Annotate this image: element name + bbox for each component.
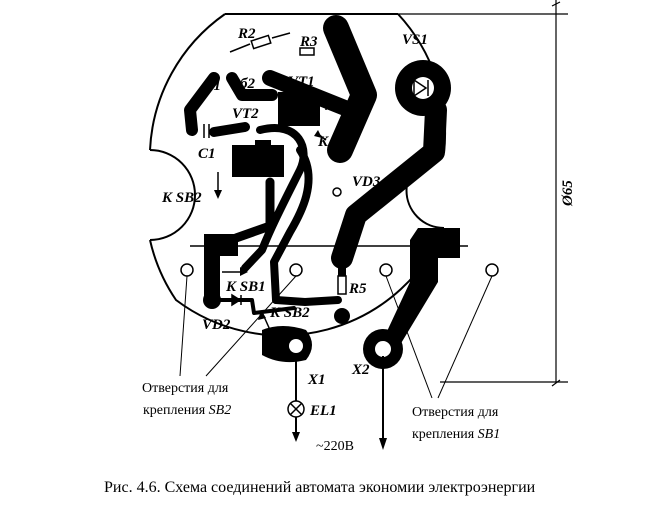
- label-vt1: VT1: [288, 74, 315, 90]
- hole-sb1-right: [485, 263, 499, 277]
- note-sb2-line2-text: крепления: [143, 403, 209, 418]
- label-k-sb2-bottom: K SB2: [269, 305, 310, 321]
- label-k-sb1: K SB1: [225, 279, 266, 295]
- leader-lines: [179, 275, 493, 399]
- hole-center: [332, 187, 342, 197]
- label-dimension: Ø65: [560, 180, 576, 207]
- label-r2: R2: [237, 26, 256, 42]
- hole-sb2-right: [289, 263, 303, 277]
- note-sb2-ref: SB2: [209, 403, 232, 418]
- mounting-notes: Отверстия для крепления SB2 Отверстия дл…: [142, 381, 500, 442]
- figure-caption: Рис. 4.6. Схема соединений автомата экон…: [104, 479, 536, 496]
- label-voltage: ~220В: [316, 439, 354, 454]
- component-symbols: [203, 32, 429, 440]
- hole-sb1-left: [379, 263, 393, 277]
- vd2-symbol: [231, 293, 242, 307]
- note-sb1-line1: Отверстия для: [412, 405, 499, 420]
- component-labels: R2 R3 VS1 VT1 б1 б2 VT2 C1 K R K SB2 VD3…: [161, 26, 576, 454]
- label-b1: б1: [206, 78, 221, 94]
- label-b2: б2: [240, 76, 255, 92]
- r3-symbol: [299, 47, 315, 56]
- note-sb1-line2: крепления SB1: [412, 427, 500, 442]
- r2-symbol: [250, 34, 272, 50]
- note-sb1-line2-text: крепления: [412, 427, 478, 442]
- label-x2: X2: [351, 362, 370, 378]
- arrow-lines: [217, 133, 327, 331]
- note-sb2-line2: крепления SB2: [143, 403, 231, 418]
- label-vd3: VD3: [352, 174, 381, 190]
- label-k-r: K R: [317, 134, 342, 150]
- vt1-pad: [278, 92, 320, 126]
- label-r5: R5: [348, 281, 367, 297]
- label-vt2: VT2: [232, 106, 259, 122]
- label-k-sb2-left: K SB2: [161, 190, 202, 206]
- note-sb2-line1: Отверстия для: [142, 381, 229, 396]
- hole-sb2-left: [180, 263, 194, 277]
- label-c1: C1: [198, 146, 216, 162]
- copper-traces: [184, 15, 460, 369]
- note-sb1-ref: SB1: [478, 427, 501, 442]
- label-r3: R3: [299, 34, 318, 50]
- label-vs1: VS1: [402, 32, 428, 48]
- label-x1: X1: [307, 372, 326, 388]
- label-el1: EL1: [309, 403, 337, 419]
- label-vd2: VD2: [202, 317, 231, 333]
- r5-symbol: [337, 275, 347, 295]
- dimension-marker: [398, 0, 568, 387]
